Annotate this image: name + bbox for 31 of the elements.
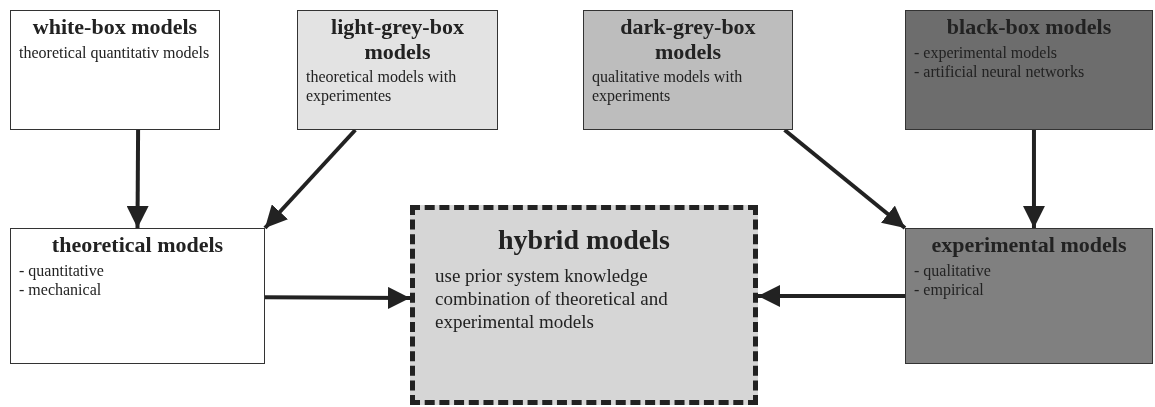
box-title: white-box models — [31, 15, 199, 40]
box-text: - quantitative — [19, 260, 105, 280]
arrow — [758, 285, 905, 307]
model-box — [10, 10, 220, 130]
box-text: - empirical — [914, 280, 985, 299]
model-box — [583, 10, 793, 130]
box-text: theoretical models with experimentes — [306, 67, 458, 106]
box-text: use prior system knowledge — [435, 265, 649, 289]
box-text: - mechanical — [19, 280, 103, 299]
model-box — [905, 10, 1153, 130]
model-box — [905, 228, 1153, 364]
box-text: combination of theoretical and experimental models — [435, 288, 669, 334]
box-title: black-box models — [945, 15, 1113, 40]
box-text: - qualitative — [914, 260, 992, 280]
arrow — [126, 130, 149, 228]
dashed-box — [410, 205, 758, 405]
box-text: theoretical quantitativ models — [19, 42, 211, 62]
box-title: hybrid models — [497, 224, 671, 256]
box-text: - experimental models — [914, 42, 1059, 62]
arrow — [1022, 130, 1045, 228]
model-box — [297, 10, 498, 130]
arrow — [783, 128, 907, 230]
box-title: experimental models — [930, 233, 1128, 258]
box-title: dark-grey-box models — [619, 15, 757, 65]
box-text: qualitative models with experiments — [592, 67, 744, 106]
arrow — [265, 286, 410, 309]
box-title: theoretical models — [50, 233, 225, 258]
arrow — [263, 128, 357, 230]
box-title: light-grey-box models — [330, 15, 465, 65]
model-box — [10, 228, 265, 364]
box-text: - artificial neural networks — [914, 62, 1086, 81]
